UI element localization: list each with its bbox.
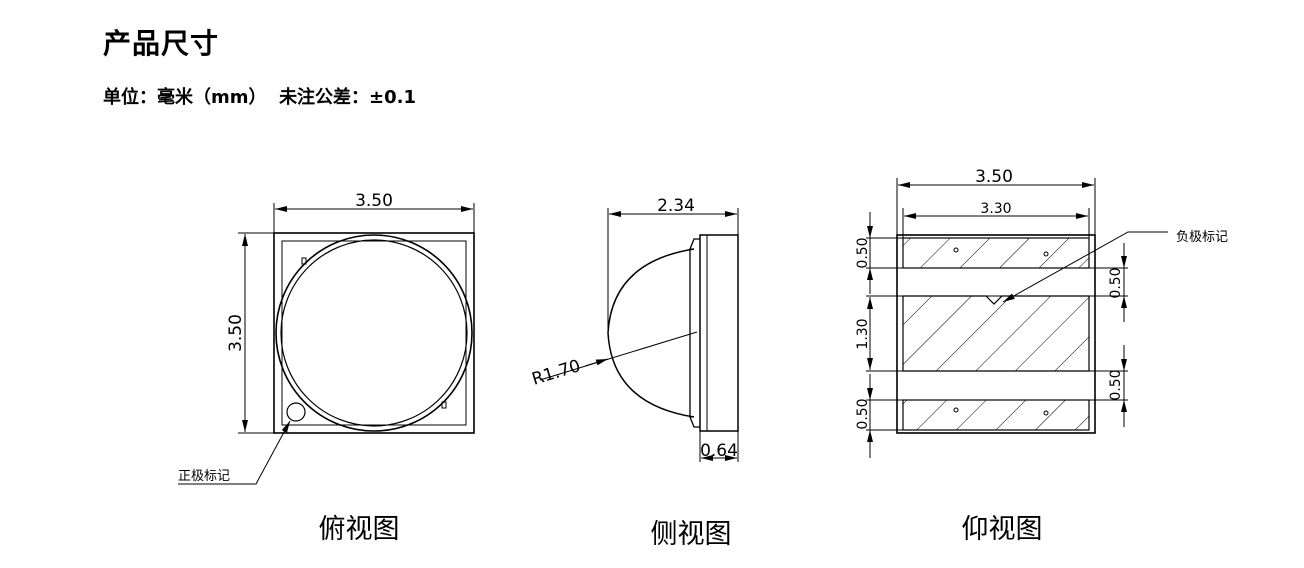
anode-mark-callout: 正极标记: [178, 469, 230, 484]
via-dot: [1043, 251, 1049, 257]
inner-width-dim: 3.30: [980, 201, 1011, 217]
side-view: [539, 208, 739, 462]
top-view-inner-frame: [281, 240, 467, 426]
gap-bottom-dim: 0.50: [1108, 369, 1124, 400]
anode-mark-icon: [286, 402, 306, 422]
radius-dim: R1.70: [530, 356, 583, 390]
side-base: [699, 234, 739, 432]
cathode-mark-callout: 负极标记: [1176, 230, 1228, 245]
unit-label: 单位：毫米（mm）: [103, 87, 267, 108]
outer-width-dim: 3.50: [975, 167, 1013, 187]
page-title: 产品尺寸: [103, 27, 220, 60]
top-view: [178, 203, 475, 485]
bottom-view-outline: [896, 234, 1096, 434]
via-dot: [953, 247, 959, 253]
top-view-outline: [273, 232, 475, 434]
units-tolerance-line: 单位：毫米（mm） 未注公差：±0.1: [103, 83, 416, 109]
bottom-view: [866, 178, 1168, 458]
center-pad-dim: 1.30: [855, 318, 871, 349]
lens-inner-circle: [280, 239, 468, 427]
side-width-dim: 2.34: [657, 196, 695, 216]
side-lens-flange: [689, 238, 700, 428]
top-view-label: 俯视图: [319, 514, 400, 545]
pad-top-dim: 0.50: [855, 237, 871, 268]
side-view-label: 侧视图: [651, 519, 732, 550]
radius-leader: [539, 331, 698, 381]
tolerance-label: 未注公差：±0.1: [279, 87, 417, 108]
gap-top-dim: 0.50: [1108, 267, 1124, 298]
anode-callout-leader: [178, 420, 291, 485]
top-width-dim: 3.50: [355, 191, 393, 211]
top-height-dim: 3.50: [226, 314, 246, 352]
via-dot: [1043, 410, 1049, 416]
side-base-dim: 0.64: [700, 441, 738, 461]
side-dome: [607, 248, 695, 418]
via-dot: [953, 407, 959, 413]
lens-outer-circle: [275, 234, 473, 432]
cathode-callout-leader: [1002, 231, 1168, 303]
pad-bottom-dim: 0.50: [855, 398, 871, 429]
bottom-view-label: 仰视图: [962, 514, 1043, 545]
